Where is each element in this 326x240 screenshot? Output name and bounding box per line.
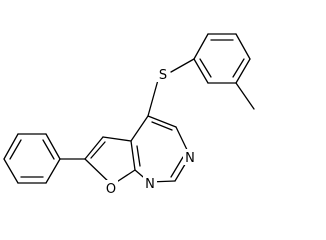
bond [3,158,19,184]
double-bond-inner [42,139,55,160]
phenyl-ring [3,133,61,184]
bond [193,58,209,84]
bond [102,136,132,142]
bond [130,140,136,171]
double-bond-inner [9,139,22,160]
double-bond-inner [90,141,106,159]
double-bond-inner [136,145,141,167]
bond [45,158,61,184]
nitrogen-atom-label: N [145,177,155,192]
bond [45,133,61,160]
bond-methyl [235,82,255,110]
oxygen-atom-label: O [106,182,116,197]
double-bond-inner [170,156,184,178]
pyrimidine-ring [130,115,191,183]
bond [235,33,251,60]
furan-ring [84,136,136,186]
bond [130,115,149,142]
bond [147,115,177,128]
bond-s-tolyl [170,58,195,73]
bond [84,136,104,160]
double-bond-inner [199,58,212,78]
tolyl-ring [193,33,251,84]
nitrogen-atom-label: N [185,151,195,166]
double-bond-inner [151,121,173,131]
bond [235,58,251,84]
sulfur-atom-label: S [159,68,167,83]
molecule-structure-diagram: S O N N [3,33,255,197]
bond [193,33,209,60]
bond [3,133,19,160]
double-bond-inner [232,58,245,78]
bond-c-s [147,79,159,117]
